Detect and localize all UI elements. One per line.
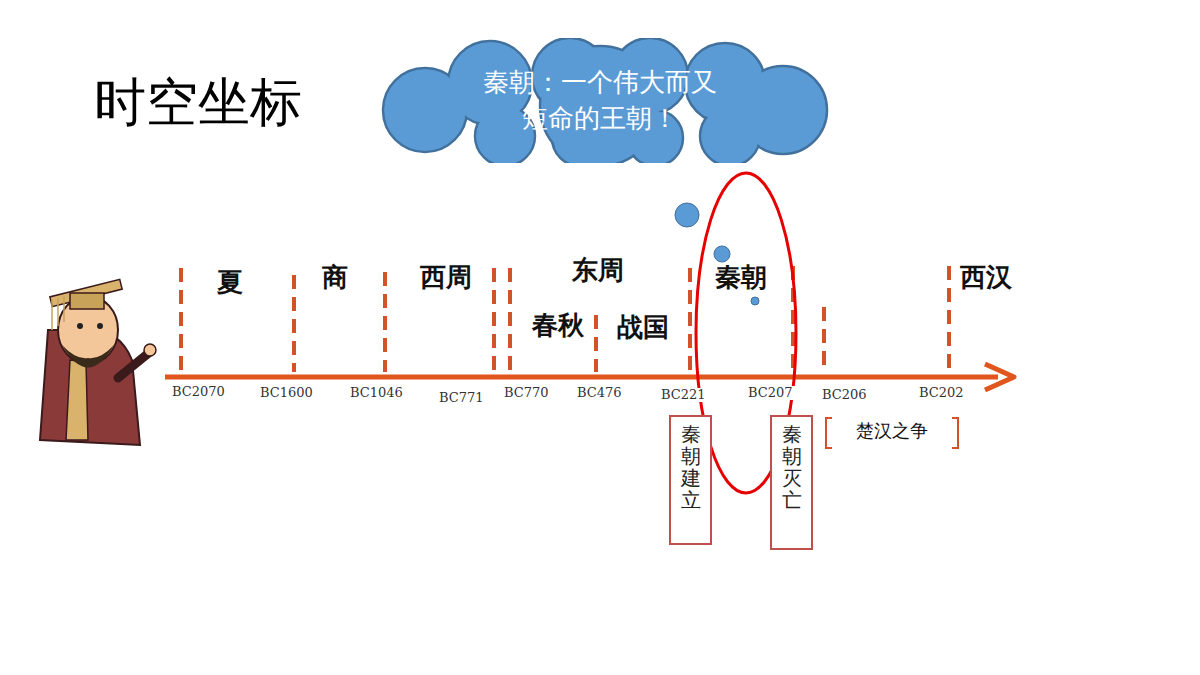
bracket bbox=[826, 418, 832, 448]
time-axis bbox=[165, 375, 998, 380]
era-name: 夏 bbox=[215, 268, 245, 297]
date-label: BC207 bbox=[746, 386, 795, 400]
divider bbox=[179, 268, 183, 372]
era-name: 秦朝 bbox=[713, 263, 769, 292]
emperor-eye bbox=[97, 323, 103, 329]
axis-arrowhead bbox=[985, 364, 1014, 390]
event-text: 秦朝灭亡 bbox=[782, 423, 802, 548]
date-label: BC202 bbox=[917, 386, 966, 400]
cloud-fill bbox=[702, 108, 759, 164]
date-label: BC206 bbox=[820, 388, 869, 402]
divider bbox=[492, 268, 496, 372]
emperor-tassels bbox=[52, 296, 64, 330]
era-name: 战国 bbox=[615, 313, 671, 342]
divider bbox=[688, 268, 692, 372]
date-label: BC476 bbox=[575, 386, 624, 400]
divider bbox=[292, 275, 296, 372]
era-name: 春秋 bbox=[530, 311, 586, 340]
event-box: 秦朝建立 bbox=[669, 415, 712, 545]
cloud-shape bbox=[365, 38, 835, 163]
date-label: BC221 bbox=[659, 388, 708, 402]
date-label: BC1600 bbox=[258, 386, 315, 400]
divider bbox=[508, 268, 512, 372]
emperor-hand bbox=[144, 344, 156, 356]
thought-cloud: 秦朝：一个伟大而又 短命的王朝！ bbox=[365, 38, 835, 163]
era-name: 西周 bbox=[418, 263, 474, 292]
date-label: BC2070 bbox=[170, 385, 227, 399]
emperor-arm bbox=[118, 352, 150, 378]
divider bbox=[822, 307, 826, 368]
date-label: BC770 bbox=[502, 386, 551, 400]
date-label: BC771 bbox=[437, 391, 486, 405]
era-name: 商 bbox=[320, 263, 350, 292]
era-name: 西汉 bbox=[958, 263, 1014, 292]
divider bbox=[947, 266, 951, 372]
emperor-sash bbox=[66, 360, 88, 440]
emperor-crown bbox=[70, 293, 104, 309]
date-label: BC1046 bbox=[348, 386, 405, 400]
thought-bubble bbox=[675, 203, 699, 227]
emperor-figure bbox=[40, 279, 156, 445]
emperor-beard bbox=[62, 345, 114, 368]
thought-bubble bbox=[751, 297, 759, 305]
cloud-text: 秦朝：一个伟大而又 短命的王朝！ bbox=[473, 65, 728, 135]
period-label: 楚汉之争 bbox=[854, 421, 930, 441]
thought-bubble bbox=[714, 246, 730, 262]
era-name: 东周 bbox=[570, 256, 626, 285]
event-box: 秦朝灭亡 bbox=[770, 415, 813, 550]
slide-title: 时空坐标 bbox=[92, 68, 304, 138]
divider bbox=[383, 272, 387, 372]
divider bbox=[594, 315, 598, 372]
emperor-eye bbox=[77, 323, 83, 329]
era-dividers bbox=[181, 266, 949, 372]
event-text: 秦朝建立 bbox=[681, 423, 701, 543]
bracket bbox=[952, 418, 958, 448]
